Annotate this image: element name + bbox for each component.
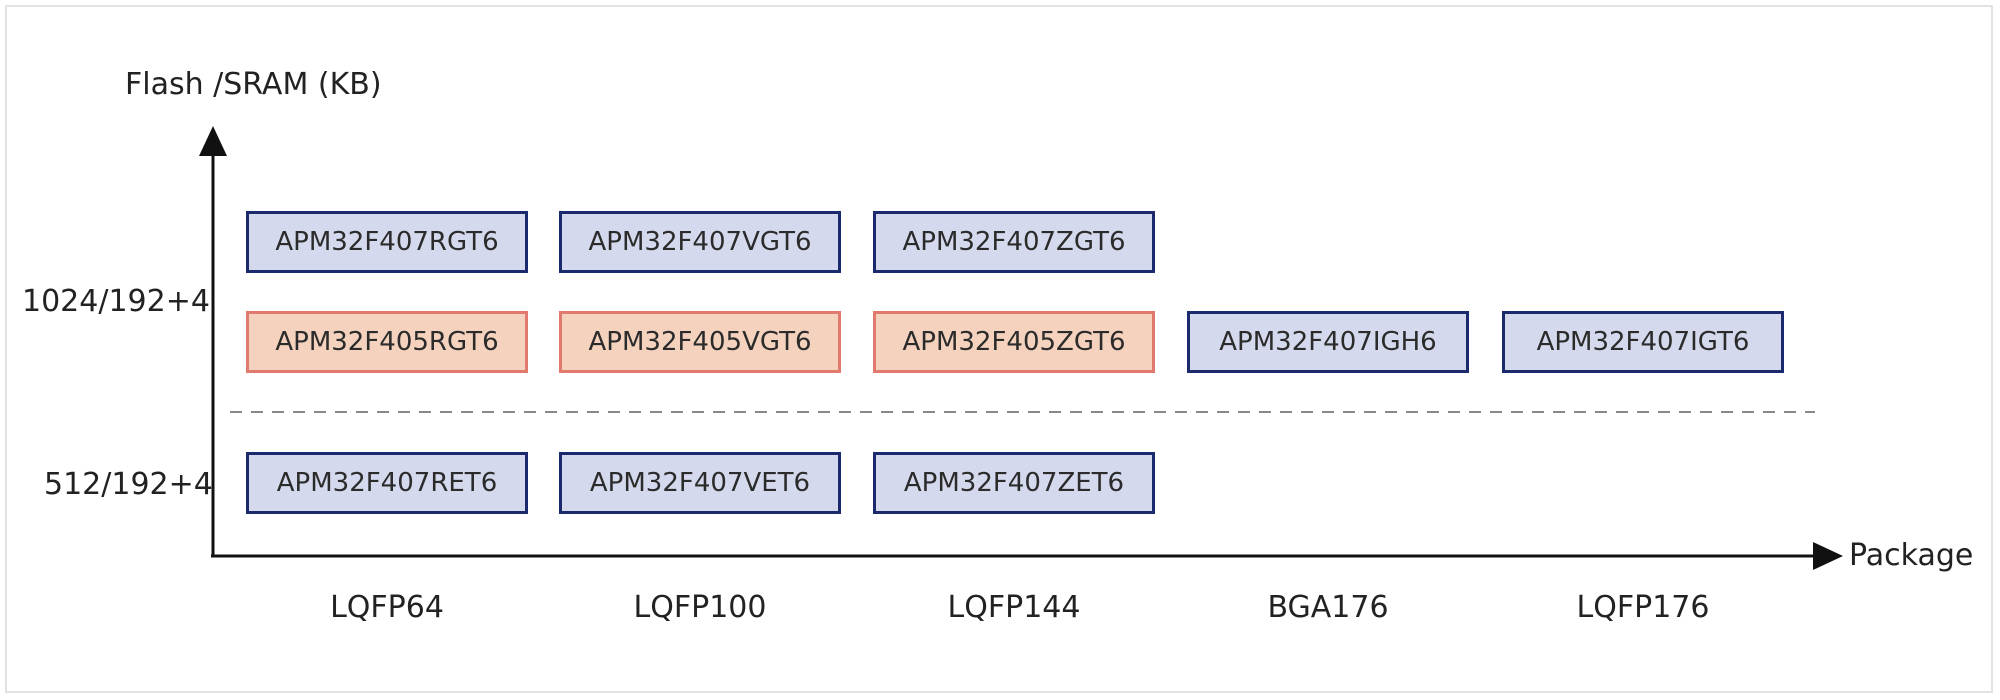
x-column-label-lqfp100: LQFP100 xyxy=(633,590,767,625)
chip-apm32f407vet6: APM32F407VET6 xyxy=(559,452,841,514)
y-row-label-512: 512/192+4 xyxy=(44,467,213,502)
x-column-label-lqfp176: LQFP176 xyxy=(1576,590,1710,625)
y-row-label-1024: 1024/192+4 xyxy=(22,284,210,319)
chip-apm32f407zgt6: APM32F407ZGT6 xyxy=(873,211,1155,273)
y-axis-arrow xyxy=(199,126,227,156)
diagram-frame xyxy=(5,5,1993,693)
x-column-label-bga176: BGA176 xyxy=(1267,590,1389,625)
chip-apm32f407igt6: APM32F407IGT6 xyxy=(1502,311,1784,373)
chip-apm32f407rgt6: APM32F407RGT6 xyxy=(246,211,528,273)
x-column-label-lqfp64: LQFP64 xyxy=(330,590,444,625)
chip-apm32f407vgt6: APM32F407VGT6 xyxy=(559,211,841,273)
chip-apm32f407igh6: APM32F407IGH6 xyxy=(1187,311,1469,373)
x-column-label-lqfp144: LQFP144 xyxy=(947,590,1081,625)
chip-apm32f407ret6: APM32F407RET6 xyxy=(246,452,528,514)
y-axis-title: Flash /SRAM (KB) xyxy=(125,67,382,102)
chip-apm32f405rgt6: APM32F405RGT6 xyxy=(246,311,528,373)
chip-apm32f407zet6: APM32F407ZET6 xyxy=(873,452,1155,514)
x-axis-title: Package xyxy=(1849,538,1974,573)
chip-apm32f405vgt6: APM32F405VGT6 xyxy=(559,311,841,373)
x-axis-arrow xyxy=(1813,542,1843,570)
chip-apm32f405zgt6: APM32F405ZGT6 xyxy=(873,311,1155,373)
